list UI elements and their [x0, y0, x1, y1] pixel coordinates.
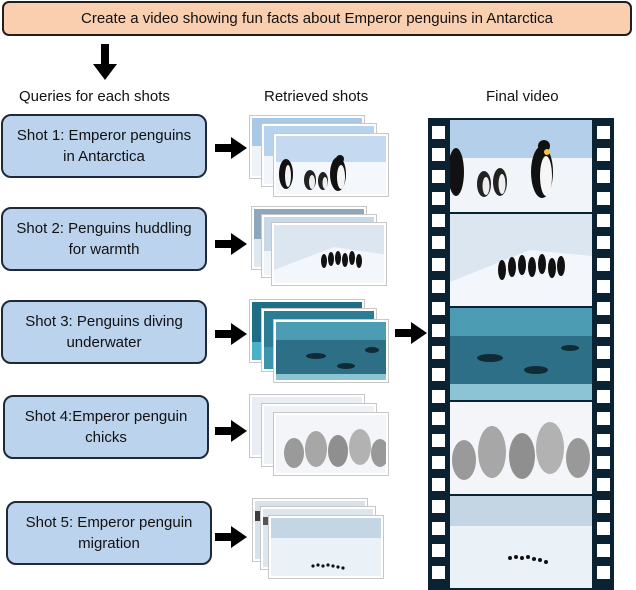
film-sprocket-hole [432, 390, 445, 403]
final-video-frame-3 [450, 308, 592, 400]
query-text: Shot 4:Emperor penguin chicks [24, 408, 188, 446]
film-sprocket-hole [597, 170, 610, 183]
film-sprocket-hole [432, 368, 445, 381]
film-sprocket-hole [597, 544, 610, 557]
film-sprocket-hole [432, 478, 445, 491]
right-arrow-icon [215, 420, 247, 442]
final-video-frame-4 [450, 402, 592, 494]
query-box-shot-4: Shot 4:Emperor penguin chicks [3, 395, 209, 459]
prompt-text: Create a video showing fun facts about E… [81, 10, 553, 27]
film-sprocket-hole [432, 544, 445, 557]
right-arrow-icon [215, 137, 247, 159]
right-arrow-icon [395, 322, 427, 344]
film-sprocket-hole [597, 236, 610, 249]
retrieved-shot-thumbnail [274, 134, 388, 196]
film-sprocket-hole [597, 456, 610, 469]
film-sprocket-hole [597, 368, 610, 381]
film-sprocket-hole [432, 566, 445, 579]
film-sprocket-hole [432, 192, 445, 205]
query-text: Shot 3: Penguins diving underwater [25, 313, 183, 351]
retrieved-shot-thumbnail [269, 516, 383, 578]
film-sprocket-hole [597, 302, 610, 315]
film-sprocket-hole [432, 434, 445, 447]
film-sprocket-hole [432, 236, 445, 249]
right-arrow-icon [215, 526, 247, 548]
film-sprocket-hole [597, 434, 610, 447]
query-box-shot-2: Shot 2: Penguins huddling for warmth [1, 207, 207, 271]
film-sprocket-hole [597, 214, 610, 227]
film-sprocket-hole [597, 566, 610, 579]
final-video-frame-2 [450, 214, 592, 306]
film-sprocket-hole [597, 412, 610, 425]
query-box-shot-3: Shot 3: Penguins diving underwater [1, 300, 207, 364]
right-arrow-icon [215, 323, 247, 345]
film-sprocket-hole [432, 214, 445, 227]
film-sprocket-hole [432, 258, 445, 271]
final-video-frame-5 [450, 496, 592, 588]
retrieved-shot-thumbnail [272, 223, 386, 285]
retrieved-shot-thumbnail [274, 413, 388, 475]
prompt-box: Create a video showing fun facts about E… [2, 1, 632, 36]
film-sprocket-hole [597, 280, 610, 293]
film-sprocket-hole [432, 126, 445, 139]
film-sprocket-hole [597, 148, 610, 161]
film-sprocket-hole [597, 390, 610, 403]
film-sprocket-hole [432, 302, 445, 315]
query-box-shot-5: Shot 5: Emperor penguin migration [6, 501, 212, 565]
film-sprocket-hole [597, 522, 610, 535]
film-sprocket-hole [432, 456, 445, 469]
film-sprocket-hole [432, 324, 445, 337]
film-sprocket-hole [597, 126, 610, 139]
film-sprocket-hole [432, 500, 445, 513]
query-text: Shot 5: Emperor penguin migration [25, 514, 193, 552]
film-sprocket-hole [597, 258, 610, 271]
film-sprocket-hole [597, 192, 610, 205]
film-sprocket-hole [432, 148, 445, 161]
film-sprocket-hole [432, 522, 445, 535]
film-sprocket-hole [597, 324, 610, 337]
film-sprocket-hole [597, 500, 610, 513]
query-text: Shot 2: Penguins huddling for warmth [16, 220, 192, 258]
queries-column-title: Queries for each shots [19, 88, 170, 105]
query-text: Shot 1: Emperor penguins in Antarctica [16, 127, 192, 165]
query-box-shot-1: Shot 1: Emperor penguins in Antarctica [1, 114, 207, 178]
down-arrow-icon [93, 44, 117, 80]
film-sprocket-hole [432, 280, 445, 293]
final-video-film-strip [428, 118, 614, 590]
film-sprocket-hole [432, 170, 445, 183]
right-arrow-icon [215, 233, 247, 255]
film-sprocket-hole [597, 346, 610, 359]
film-sprocket-hole [597, 478, 610, 491]
final-column-title: Final video [486, 88, 559, 105]
retrieved-shot-thumbnail [274, 320, 388, 382]
film-sprocket-hole [432, 412, 445, 425]
retrieved-column-title: Retrieved shots [264, 88, 369, 105]
film-sprocket-hole [432, 346, 445, 359]
final-video-frame-1 [450, 120, 592, 212]
